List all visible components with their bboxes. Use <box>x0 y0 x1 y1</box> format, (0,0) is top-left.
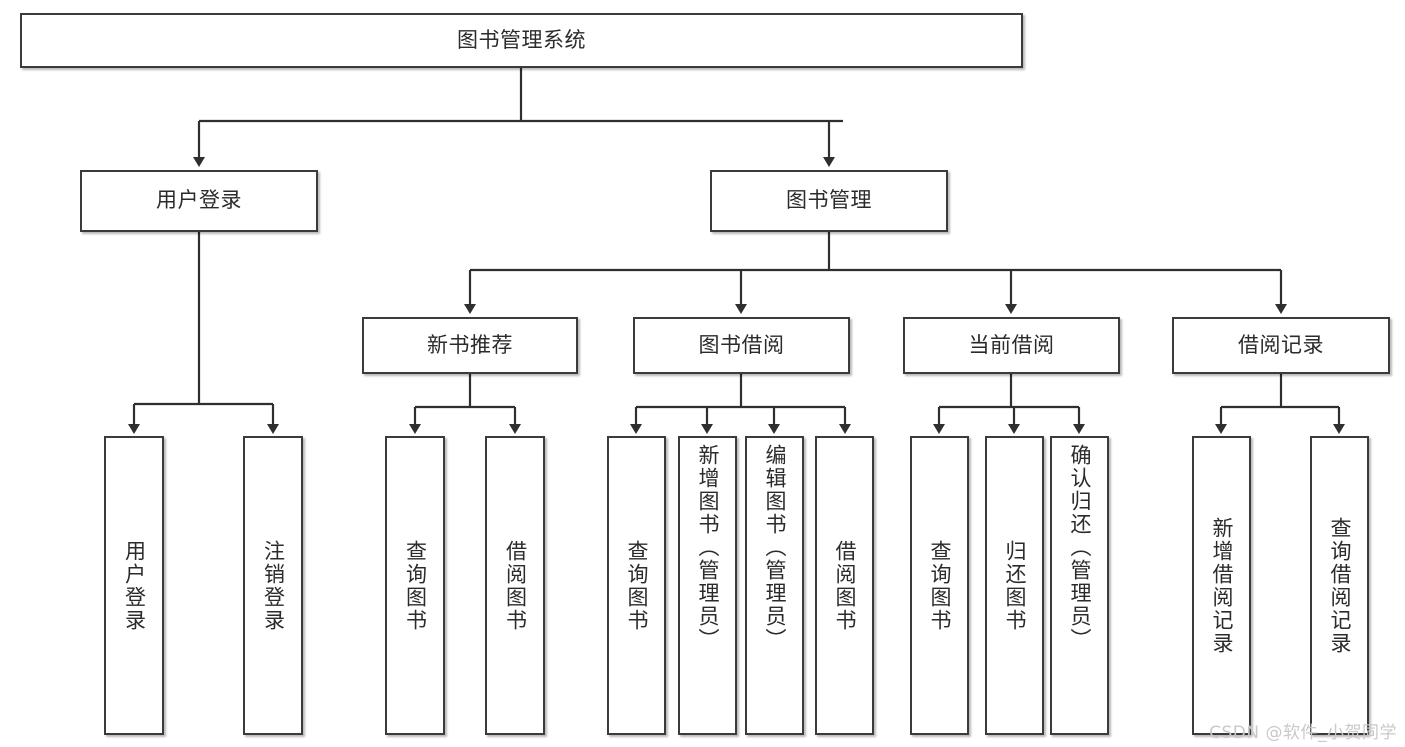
node-leaf-logout[interactable]: 注销登录 <box>243 436 303 735</box>
node-leaf-edit-book-admin[interactable]: 编辑图书（管理员） <box>745 436 804 735</box>
node-leaf-user-login[interactable]: 用户登录 <box>104 436 164 735</box>
node-leaf-borrow-book-1[interactable]: 借阅图书 <box>485 436 545 735</box>
node-new-book-recommend-label: 新书推荐 <box>427 332 513 357</box>
node-borrow-record-label: 借阅记录 <box>1238 332 1324 357</box>
node-leaf-query-borrow-record[interactable]: 查询借阅记录 <box>1310 436 1369 735</box>
node-leaf-return-book-label: 归还图书 <box>1003 539 1027 632</box>
node-current-borrow[interactable]: 当前借阅 <box>903 317 1120 374</box>
node-root[interactable]: 图书管理系统 <box>20 13 1023 68</box>
node-book-borrow[interactable]: 图书借阅 <box>633 317 850 374</box>
node-current-borrow-label: 当前借阅 <box>968 332 1055 357</box>
node-leaf-add-borrow-record[interactable]: 新增借阅记录 <box>1192 436 1251 735</box>
node-book-management-label: 图书管理 <box>786 188 872 213</box>
node-book-management[interactable]: 图书管理 <box>710 170 948 232</box>
node-leaf-confirm-return-admin-label: 确认归还（管理员） <box>1068 444 1092 651</box>
node-user-login-label: 用户登录 <box>156 188 242 213</box>
node-leaf-add-book-admin[interactable]: 新增图书（管理员） <box>678 436 737 735</box>
node-leaf-add-book-admin-label: 新增图书（管理员） <box>696 444 720 651</box>
node-borrow-record[interactable]: 借阅记录 <box>1172 317 1390 374</box>
node-leaf-query-book-1-label: 查询图书 <box>403 539 428 632</box>
node-leaf-query-book-2[interactable]: 查询图书 <box>607 436 666 735</box>
node-user-login[interactable]: 用户登录 <box>80 170 318 232</box>
node-leaf-query-book-3-label: 查询图书 <box>928 539 952 632</box>
node-leaf-edit-book-admin-label: 编辑图书（管理员） <box>763 444 787 651</box>
node-leaf-borrow-book-2-label: 借阅图书 <box>833 539 857 632</box>
node-leaf-user-login-label: 用户登录 <box>122 539 147 632</box>
node-root-label: 图书管理系统 <box>457 27 586 52</box>
node-leaf-query-book-2-label: 查询图书 <box>625 539 649 632</box>
node-leaf-logout-label: 注销登录 <box>261 539 286 632</box>
node-leaf-confirm-return-admin[interactable]: 确认归还（管理员） <box>1050 436 1109 735</box>
csdn-watermark: CSDN @软件_小贺同学 <box>1209 723 1397 743</box>
node-leaf-add-borrow-record-label: 新增借阅记录 <box>1210 516 1234 655</box>
node-leaf-borrow-book-1-label: 借阅图书 <box>503 539 528 632</box>
node-leaf-borrow-book-2[interactable]: 借阅图书 <box>815 436 874 735</box>
node-leaf-return-book[interactable]: 归还图书 <box>985 436 1044 735</box>
node-leaf-query-book-1[interactable]: 查询图书 <box>385 436 445 735</box>
node-book-borrow-label: 图书借阅 <box>698 332 785 357</box>
node-leaf-query-book-3[interactable]: 查询图书 <box>910 436 969 735</box>
node-leaf-query-borrow-record-label: 查询借阅记录 <box>1328 516 1352 655</box>
node-new-book-recommend[interactable]: 新书推荐 <box>362 317 578 374</box>
